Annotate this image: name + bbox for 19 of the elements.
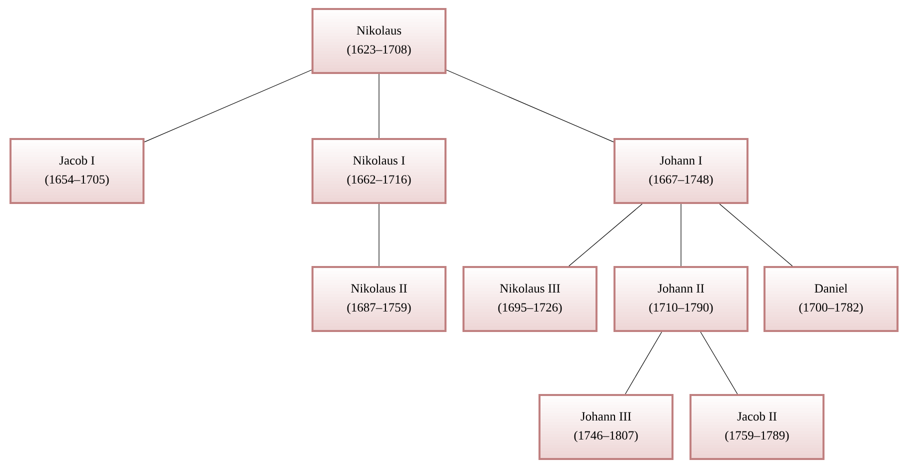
connector-line bbox=[625, 332, 662, 394]
connector-line bbox=[378, 74, 380, 138]
connector-line bbox=[700, 332, 738, 394]
person-box: Johann III (1746–1807) bbox=[538, 394, 674, 460]
connector-line bbox=[568, 204, 642, 266]
person-box: Nikolaus III (1695–1726) bbox=[462, 266, 598, 332]
person-box: Johann I (1667–1748) bbox=[614, 138, 748, 204]
connector-line bbox=[144, 70, 312, 142]
connector-line bbox=[719, 204, 793, 266]
person-box: Daniel (1700–1782) bbox=[764, 266, 898, 332]
connector-line bbox=[378, 204, 380, 266]
person-box: Nikolaus I (1662–1716) bbox=[312, 138, 446, 204]
person-box: Nikolaus (1623–1708) bbox=[312, 8, 446, 74]
person-box: Johann II (1710–1790) bbox=[614, 266, 748, 332]
person-box: Nikolaus II (1687–1759) bbox=[312, 266, 446, 332]
connector-line bbox=[446, 70, 614, 142]
connector-line bbox=[680, 204, 682, 266]
person-box: Jacob II (1759–1789) bbox=[690, 394, 824, 460]
person-box: Jacob I (1654–1705) bbox=[10, 138, 144, 204]
